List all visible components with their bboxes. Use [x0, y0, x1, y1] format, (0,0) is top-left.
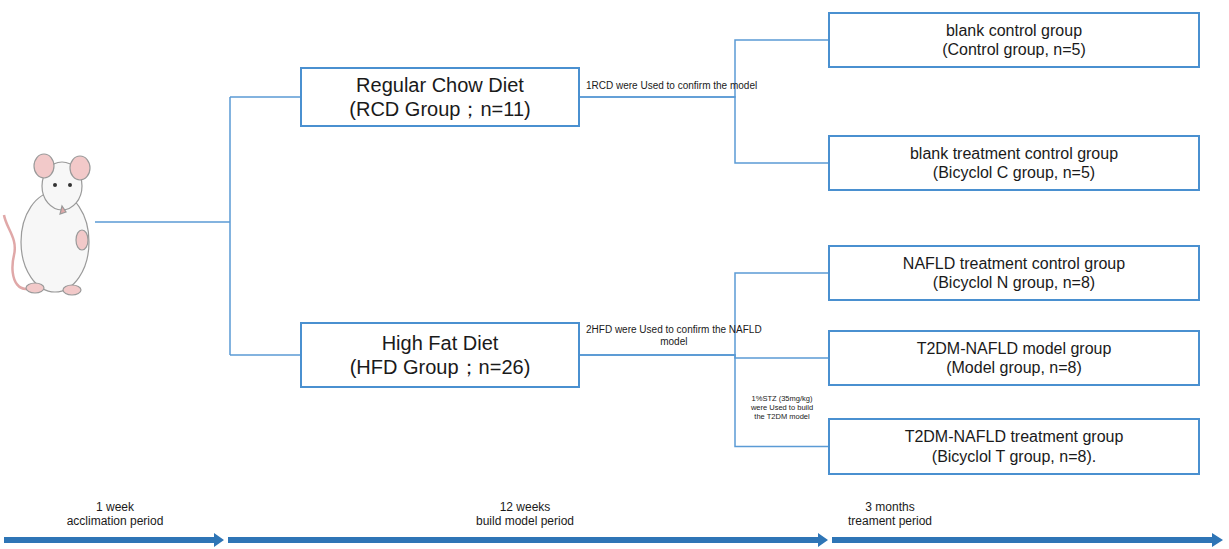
treatment-group-box: NAFLD treatment control group (Bicyclol …	[828, 245, 1200, 301]
branch-connector	[580, 273, 828, 355]
rat-illustration	[4, 154, 90, 295]
group-label: Regular Chow Diet (RCD Group；n=11)	[349, 73, 530, 121]
group-label: High Fat Diet (HFD Group；n=26)	[350, 331, 531, 379]
treatment-group-box: blank treatment control group (Bicyclol …	[828, 135, 1200, 191]
group-label: T2DM-NAFLD treatment group (Bicyclol T g…	[905, 427, 1124, 465]
branch-connector	[580, 97, 828, 163]
step-note: 1%STZ (35mg/kg) were Used to build the T…	[738, 394, 826, 422]
step-note-text: 2HFD were Used to confirm the NAFLD mode…	[586, 324, 762, 348]
period-text: 3 months treament period	[848, 500, 932, 529]
diet-group-box: Regular Chow Diet (RCD Group；n=11)	[300, 67, 580, 127]
step-note-text: 1%STZ (35mg/kg) were Used to build the T…	[751, 394, 813, 421]
treatment-group-box: T2DM-NAFLD model group (Model group, n=8…	[828, 330, 1200, 386]
treatment-group-box: blank control group (Control group, n=5)	[828, 12, 1200, 68]
group-label: NAFLD treatment control group (Bicyclol …	[903, 254, 1125, 292]
treatment-group-box: T2DM-NAFLD treatment group (Bicyclol T g…	[828, 418, 1200, 475]
step-note-text: 1RCD were Used to confirm the model	[586, 80, 757, 92]
step-note: 1RCD were Used to confirm the model	[586, 80, 732, 92]
branch-connector	[580, 40, 828, 97]
diet-group-box: High Fat Diet (HFD Group；n=26)	[300, 322, 580, 388]
period-label: 3 months treament period	[848, 500, 932, 529]
group-label: blank treatment control group (Bicyclol …	[910, 144, 1118, 182]
branch-connector	[580, 355, 828, 447]
branch-lines	[95, 97, 300, 355]
period-text: 12 weeks build model period	[476, 500, 574, 529]
group-label: T2DM-NAFLD model group (Model group, n=8…	[917, 339, 1112, 377]
period-text: 1 week acclimation period	[67, 500, 164, 529]
group-label: blank control group (Control group, n=5)	[942, 21, 1086, 59]
timeline-arrows	[4, 533, 1223, 547]
period-label: 12 weeks build model period	[476, 500, 574, 529]
step-note: 2HFD were Used to confirm the NAFLD mode…	[586, 324, 732, 348]
period-label: 1 week acclimation period	[67, 500, 164, 529]
